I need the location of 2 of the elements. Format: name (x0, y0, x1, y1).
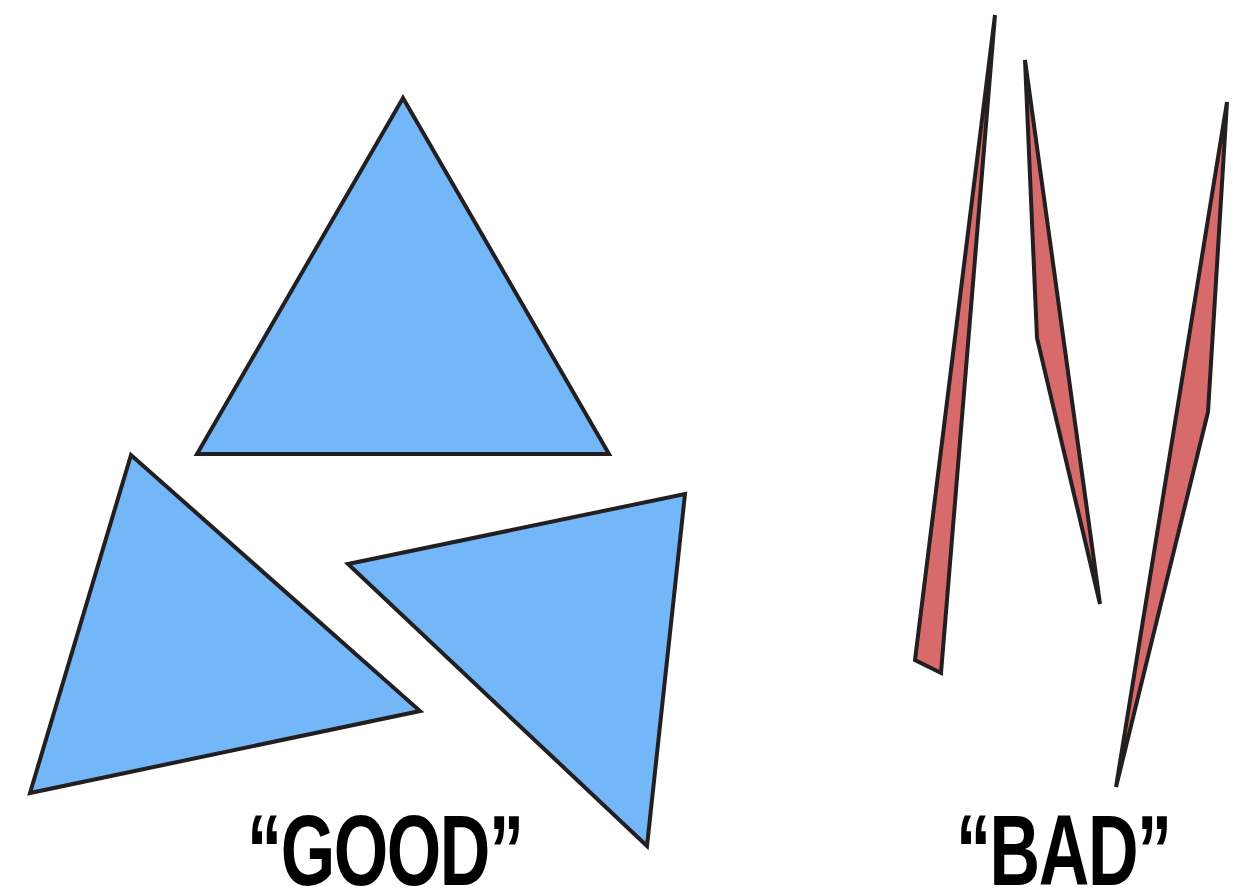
caption-text: “BAD” (955, 800, 1171, 893)
caption-text: “GOOD” (247, 800, 523, 893)
